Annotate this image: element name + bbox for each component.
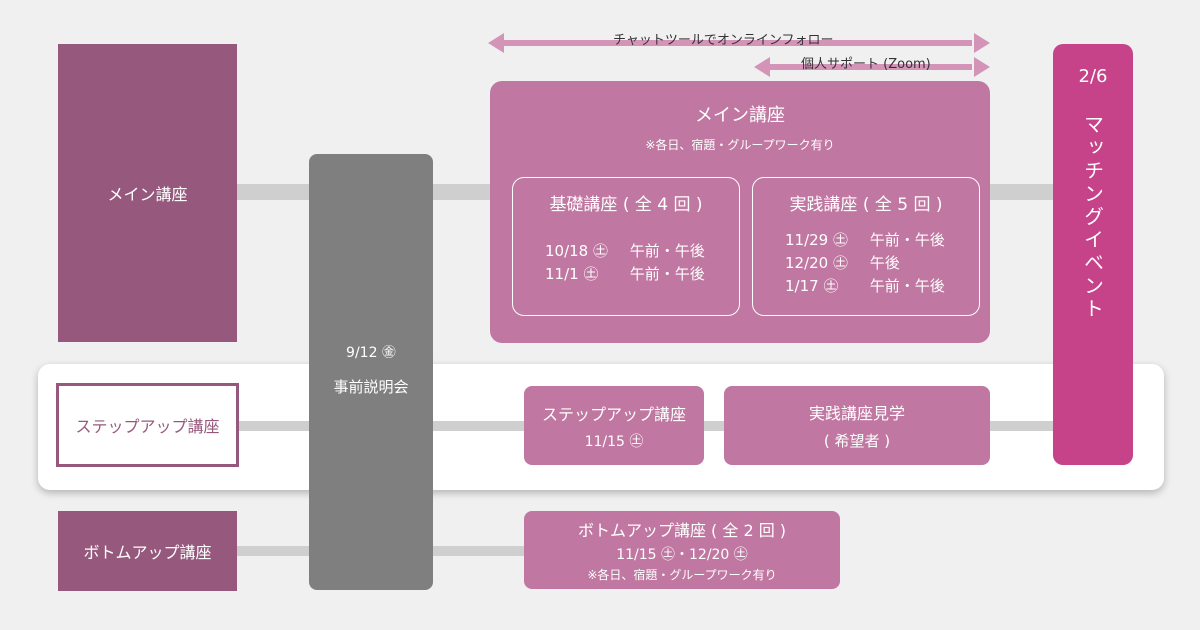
session-time: 午前・午後 [629,242,705,260]
jissen-session: 12/20 ㊏ 午後 [785,252,900,273]
track-stepup: ステップアップ講座 [56,383,239,467]
session-date: 11/1 ㊏ [545,265,599,283]
setsumei-date: 9/12 ㊎ [346,345,396,361]
bottomup-course-title: ボトムアップ講座 ( 全 2 回 ) [577,521,787,540]
chat-follow-label: チャットツールでオンラインフォロー [613,33,834,48]
kiso-session: 11/1 ㊏ 午前・午後 [545,263,705,284]
jissen-course-title: 実践講座 ( 全 5 回 ) [789,195,943,215]
kiso-course-title: 基礎講座 ( 全 4 回 ) [549,195,703,215]
main-course-note: ※各日、宿題・グループワーク有り [645,138,835,152]
session-time: 午前・午後 [629,265,705,283]
kengaku-title: 実践講座見学 [808,404,905,423]
main-course-block: メイン講座 ※各日、宿題・グループワーク有り 基礎講座 ( 全 4 回 ) 10… [490,81,990,343]
stepup-course-date: 11/15 ㊏ [584,433,644,450]
chat-follow-arrow [488,33,990,53]
jissen-course-box: 実践講座 ( 全 5 回 ) 11/29 ㊏ 午前・午後 12/20 ㊏ 午後 … [752,177,980,316]
stepup-course-title: ステップアップ講座 [541,404,686,424]
session-date: 10/18 ㊏ [545,242,608,260]
jissen-session: 1/17 ㊏ 午前・午後 [785,275,945,296]
bottomup-course-block: ボトムアップ講座 ( 全 2 回 ) 11/15 ㊏・12/20 ㊏ ※各日、宿… [524,511,840,589]
session-time: 午後 [869,254,900,272]
matching-event-date: 2/6 [1078,66,1108,87]
session-date: 1/17 ㊏ [785,277,839,295]
kiso-course-box: 基礎講座 ( 全 4 回 ) 10/18 ㊏ 午前・午後 11/1 ㊏ 午前・午… [512,177,740,316]
setsumei-block: 9/12 ㊎ 事前説明会 [309,154,433,590]
zoom-support-arrow [754,57,990,77]
track-main: メイン講座 [58,44,237,342]
kengaku-sub: ( 希望者 ) [823,432,891,450]
session-time: 午前・午後 [869,277,945,295]
zoom-support-label: 個人サポート (Zoom) [801,57,931,72]
bottomup-course-note: ※各日、宿題・グループワーク有り [587,568,777,582]
session-date: 11/29 ㊏ [785,231,848,249]
follow-arrows [488,33,990,77]
track-main-label: メイン講座 [107,185,188,204]
track-stepup-label: ステップアップ講座 [75,417,220,436]
matching-event-label: マッチングイベント [1080,114,1105,321]
track-bottomup-label: ボトムアップ講座 [83,543,212,562]
setsumei-label: 事前説明会 [333,378,409,396]
jissen-session: 11/29 ㊏ 午前・午後 [785,229,945,250]
kiso-session: 10/18 ㊏ 午前・午後 [545,240,705,261]
matching-event-block: 2/6 マッチングイベント [1053,44,1133,465]
bottomup-course-dates: 11/15 ㊏・12/20 ㊏ [616,547,748,563]
main-course-title: メイン講座 [695,105,785,126]
session-time: 午前・午後 [869,231,945,249]
track-bottomup: ボトムアップ講座 [58,511,237,591]
kengaku-block: 実践講座見学 ( 希望者 ) [724,386,990,465]
stepup-course-block: ステップアップ講座 11/15 ㊏ [524,386,704,465]
session-date: 12/20 ㊏ [785,254,848,272]
